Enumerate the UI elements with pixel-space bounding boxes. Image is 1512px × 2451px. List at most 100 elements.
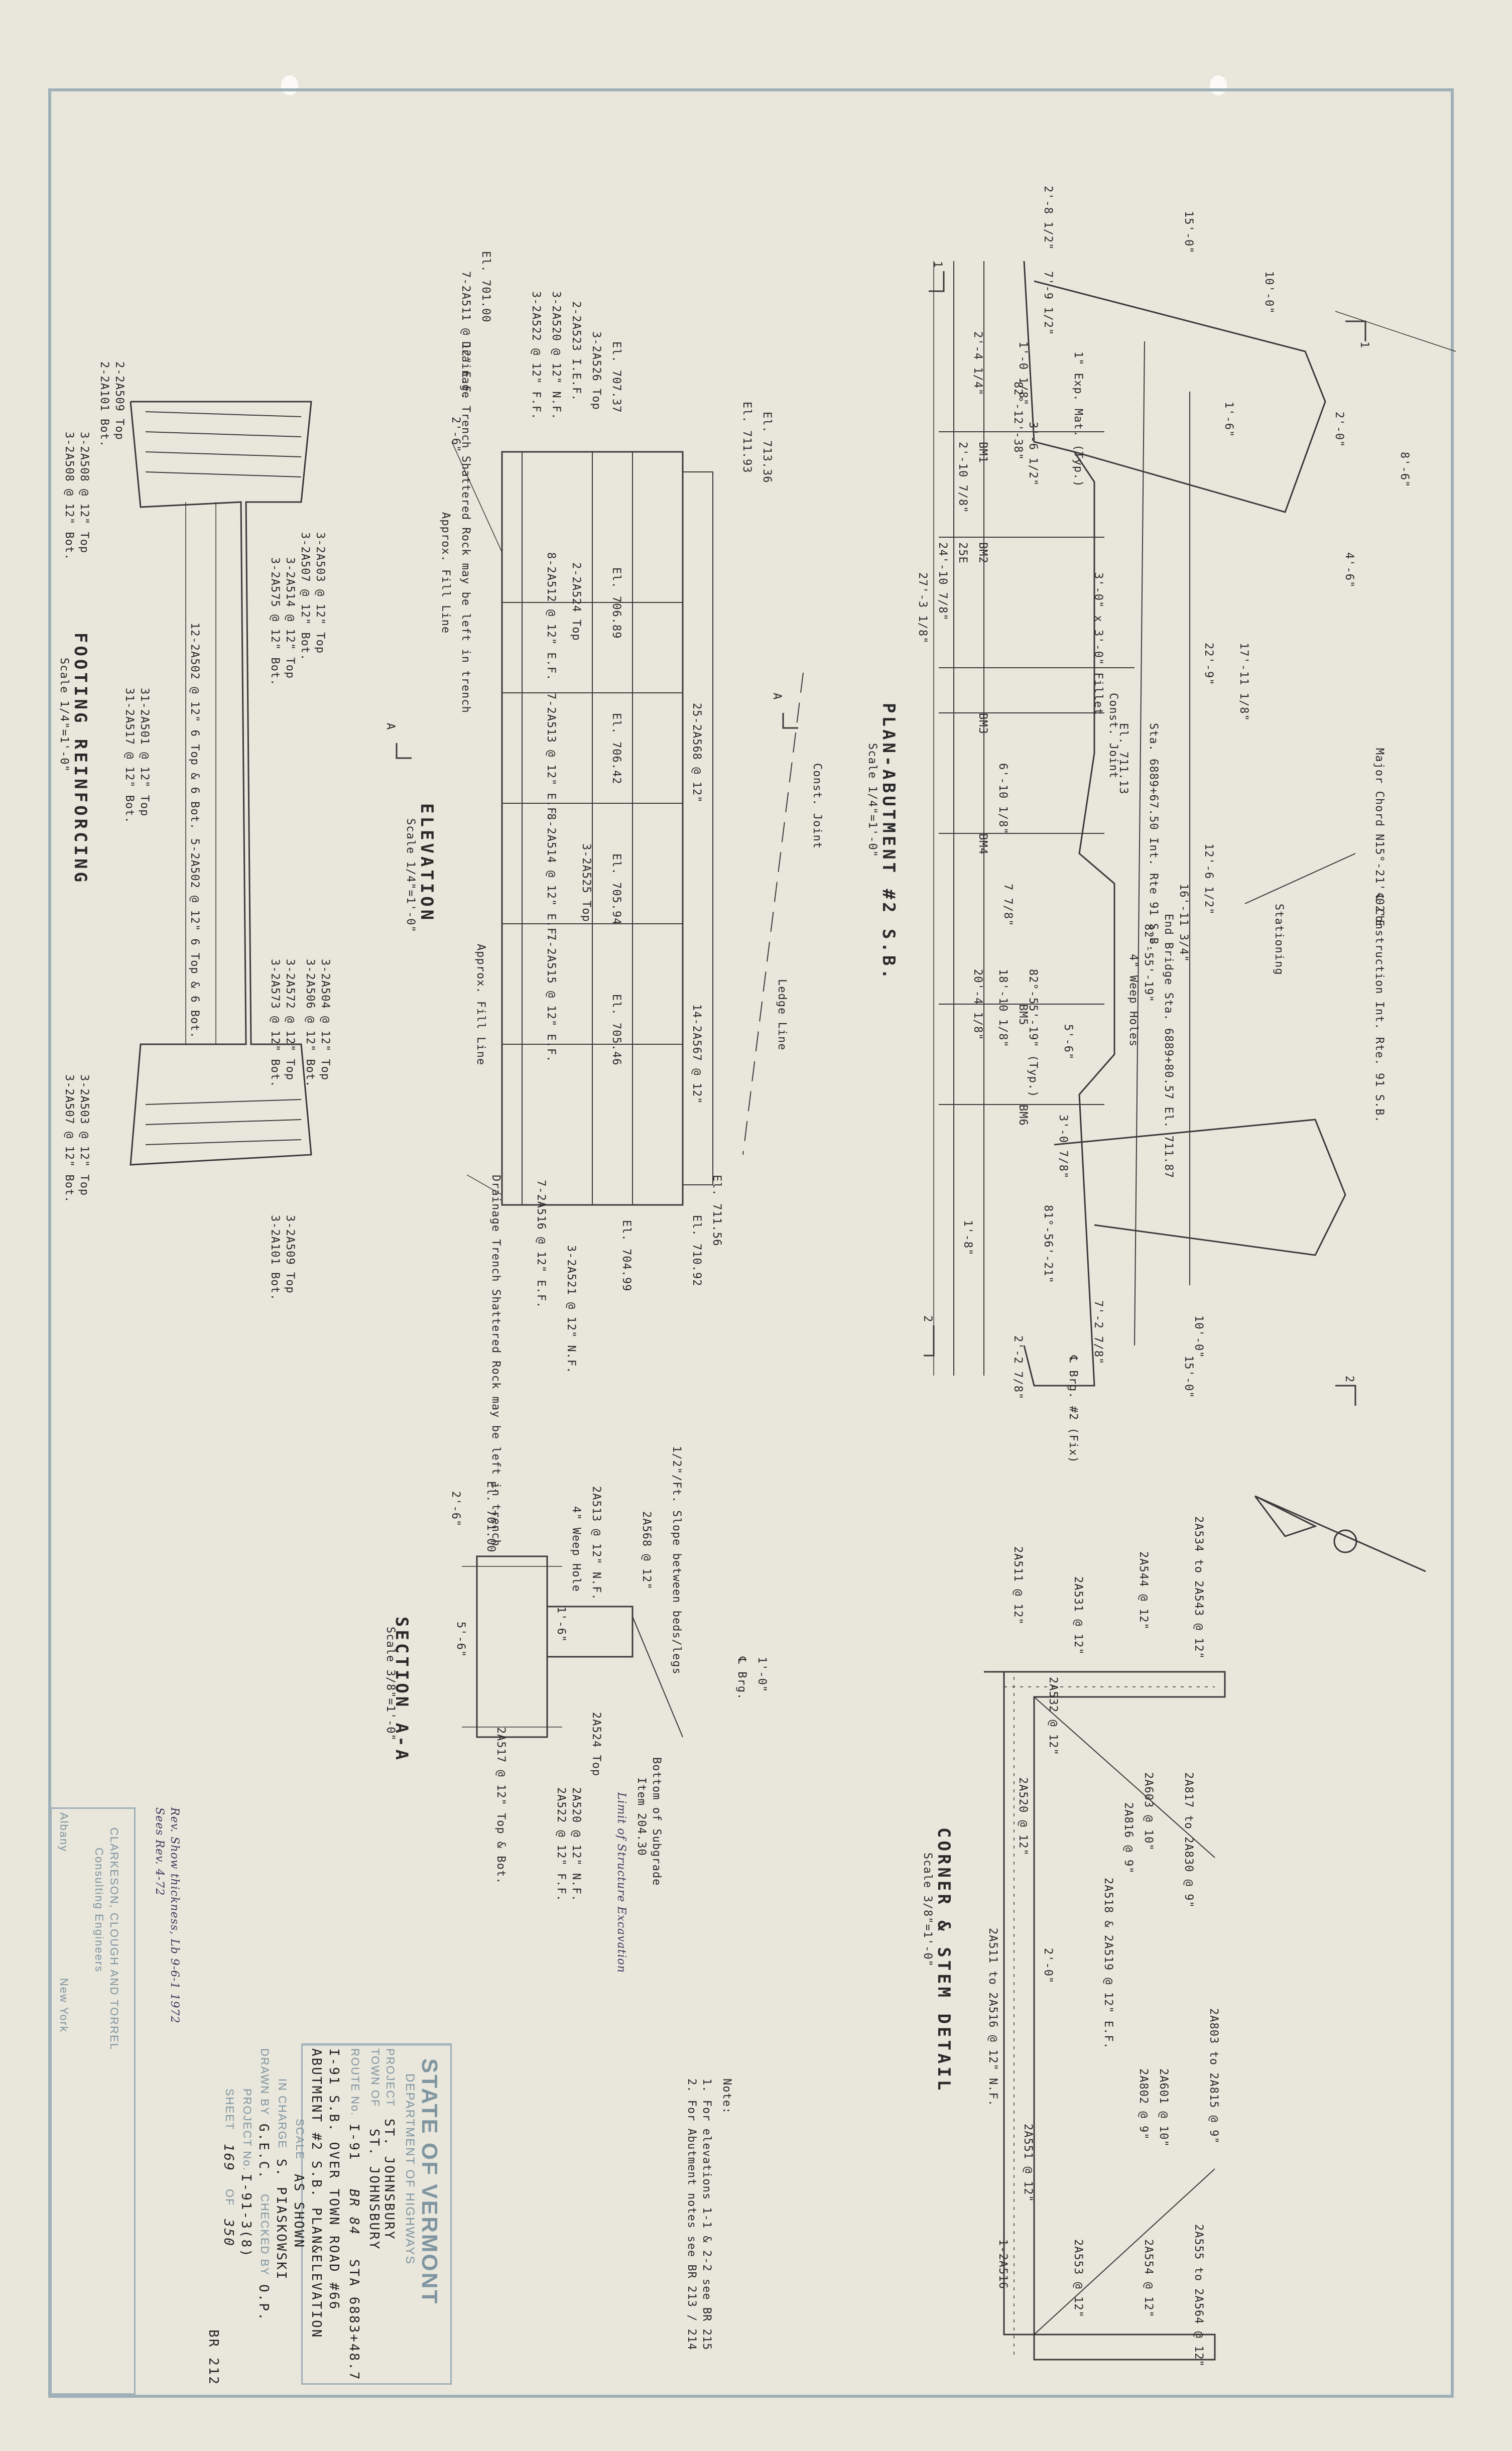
route-extra: BR 84	[346, 2189, 361, 2236]
section-outline	[476, 1555, 548, 1738]
bm-label: BM6	[1017, 1105, 1029, 1126]
corner-bar-label: 1-2A516	[996, 2239, 1009, 2289]
bar-label: 3-2A572 @ 12" Top	[284, 959, 296, 1081]
bar-label: 3-2A507 @ 12" Bot.	[63, 1074, 75, 1203]
dim-label: 6'-10 1/8"	[996, 763, 1009, 835]
dim-label: 2'-10 7/8"	[956, 442, 969, 514]
dim-label: 7'-9 1/2"	[1042, 271, 1054, 336]
revision-note: Sees Rev. 4-72	[153, 1807, 166, 1896]
checked-by-value: O.P.	[256, 2284, 271, 2322]
dim-label: Sta. 6889+67.50 Int. Rte 91 S.B.	[1147, 723, 1160, 952]
in-charge-label: IN CHARGE	[276, 2078, 289, 2149]
corner-bar-label: 2A816 @ 9"	[1122, 1802, 1135, 1874]
corner-bar-label: 2A532 @ 12"	[1047, 1677, 1059, 1756]
dim-label: 2'-8 1/2"	[1042, 186, 1054, 251]
note-1: 1. For elevations 1-1 & 2-2 see BR 215	[700, 2078, 713, 2351]
dim-label: 7 7/8"	[1001, 884, 1014, 927]
engineer-role: Consulting Engineers	[93, 1848, 105, 1973]
dim-label: 15'-0"	[1182, 1356, 1195, 1399]
section-label: 2A513 @ 12" N.F.	[590, 1486, 602, 1601]
department-name: DEPARTMENT OF HIGHWAYS	[403, 2073, 417, 2265]
punch-hole	[281, 75, 298, 95]
corner-bar-label: 2A511 to 2A516 @ 12" N.F.	[986, 1928, 999, 2107]
dim-label: End Bridge Sta. 6889+80.57 El. 711.87	[1162, 914, 1175, 1179]
dim-label: 82°-55'-19"	[1142, 924, 1155, 1003]
bar-label: 25-2A568 @ 12"	[690, 703, 703, 803]
section-label: El. 701.00	[484, 1481, 497, 1553]
section-label: Bottom of Subgrade	[650, 1757, 663, 1886]
town-label: TOWN OF	[369, 2048, 382, 2108]
section-label: Item 204.30	[635, 1777, 648, 1856]
dim-label: 15'-0"	[1182, 211, 1195, 254]
bar-label: 14-2A567 @ 12"	[690, 1004, 703, 1105]
bar-label: 3-2A503 @ 12" Top	[78, 1074, 90, 1196]
elev-label: El. 711.93	[740, 402, 753, 473]
section-marker: A	[771, 693, 783, 700]
dim-label: 7'-2 7/8"	[1092, 1300, 1104, 1365]
dim-label: 10'-0"	[1192, 1315, 1205, 1359]
dim-label: 3'-0" x 3'-0" Fillet	[1092, 572, 1104, 715]
plan-title: PLAN-ABUTMENT #2 S.B.	[878, 703, 899, 982]
corner-title: CORNER & STEM DETAIL	[934, 1827, 954, 2094]
fill-line-label: Approx. Fill Line	[439, 512, 452, 634]
dim-label: 25E	[956, 542, 969, 564]
dim-label: 10'-0"	[1263, 271, 1275, 314]
bar-label: 8-2A512 @ 12" E.F.	[545, 552, 557, 681]
in-charge-value: S. PIASKOWSKI	[274, 2159, 289, 2281]
section-marker: 2	[1343, 1376, 1355, 1383]
bar-label: 3-2A575 @ 12" Bot.	[269, 557, 281, 686]
sheet-of: OF	[223, 2189, 236, 2207]
section-label: 2A568 @ 12"	[640, 1511, 653, 1590]
section-label: 2A517 @ 12" Top & Bot.	[494, 1727, 507, 1885]
elev-label: El. 706.42	[610, 713, 622, 785]
route-label: ROUTE No.	[349, 2048, 361, 2117]
footing-scale: Scale 1/4"=1'-0"	[58, 658, 70, 772]
corner-bar-label: 2A555 to 2A564 @ 12"	[1192, 2224, 1205, 2367]
drawn-by-value: G.E.C.	[256, 2124, 271, 2180]
section-marker: 1	[931, 261, 944, 269]
dim-label: 18'-10 1/8"	[996, 969, 1009, 1048]
section-scale: Scale 3/8"=1'-0"	[384, 1627, 397, 1741]
const-joint-label: Const. Joint	[811, 763, 823, 849]
bar-label: 2-2A524 Top	[570, 562, 582, 641]
dim-label: 2'-6"	[449, 417, 462, 453]
dim-label: ℄ Brg. #2 (Fix)	[1067, 1356, 1079, 1463]
section-label: 1/2"/Ft. Slope between beds/legs	[670, 1446, 683, 1675]
elev-label: El. 704.99	[620, 1220, 633, 1292]
bm-label: BM4	[976, 833, 989, 855]
dim-label: 2'-4 1/4"	[971, 331, 984, 396]
footing-title: FOOTING REINFORCING	[70, 633, 90, 885]
bm-label: BM3	[976, 713, 989, 734]
dim-label: 16'-11 3/4"	[1177, 884, 1190, 962]
project-label: PROJECT	[384, 2048, 397, 2107]
bar-label: 3-2A520 @ 12" N.F.	[550, 291, 562, 420]
dim-label: 81°-56'-21"	[1042, 1205, 1054, 1284]
dim-label: 82°-12'-38"	[1012, 382, 1024, 460]
elev-label: El. 706.89	[610, 567, 622, 639]
state-name: STATE OF VERMONT	[417, 2058, 442, 2305]
corner-outline	[984, 1671, 1226, 2361]
corner-bar-label: 2A553 @ 12"	[1072, 2239, 1084, 2318]
engineer-block	[50, 1807, 136, 2395]
dim-label: 1" Exp. Mat. (Typ.)	[1072, 351, 1084, 487]
sheet-label: SHEET	[223, 2089, 236, 2131]
bar-label: 7-2A513 @ 12" E.F.	[545, 693, 557, 822]
bar-label: 3-2A508 @ 12" Bot.	[63, 432, 75, 561]
bar-label: 3-2A526 Top	[590, 331, 602, 410]
project-no-value: I-91-3(8)	[238, 2174, 254, 2258]
sheet-border	[48, 88, 1454, 2398]
dim-label: 4'-6"	[1343, 552, 1355, 588]
dim-label: 8'-6"	[1398, 452, 1411, 488]
bar-label: 31-2A501 @ 12" Top	[138, 688, 151, 817]
section-marker: 2	[921, 1315, 934, 1323]
section-marker: 1	[1358, 341, 1370, 349]
engineer-city: Albany	[58, 1812, 70, 1853]
station-value: STA 6883+48.7	[346, 2259, 361, 2381]
bar-label: 2-2A101 Bot.	[98, 361, 110, 447]
bar-label: 7-2A516 @ 12" E.F.	[535, 1180, 547, 1309]
plan-wing-bottom	[1054, 1119, 1346, 1256]
dim-label: 82°-55'-19" (Typ.)	[1027, 969, 1039, 1098]
footing-outline	[130, 401, 312, 1166]
bar-label: 3-2A522 @ 12" F.F.	[530, 291, 542, 420]
corner-bar-label: 2A551 @ 12"	[1022, 2124, 1034, 2202]
